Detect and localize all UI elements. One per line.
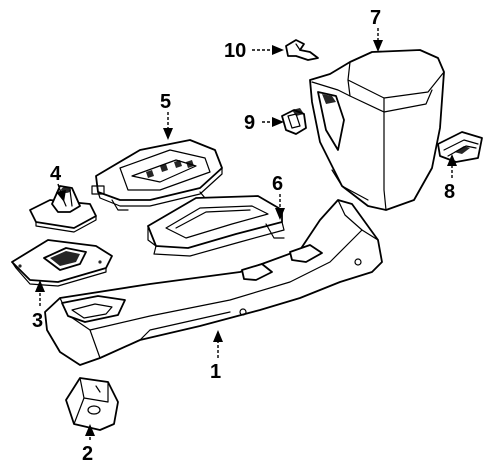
- mounting-bracket: [65, 377, 119, 431]
- shift-bezel-plate: [11, 239, 113, 287]
- callout-3: 3: [32, 310, 43, 332]
- callout-2: 2: [82, 443, 93, 465]
- leaders: [35, 28, 457, 440]
- callout-6: 6: [272, 173, 283, 195]
- callout-4: 4: [50, 163, 62, 185]
- inner-trim-frame: [147, 195, 285, 257]
- callout-10: 10: [224, 40, 246, 62]
- console-latch: [437, 131, 483, 163]
- callout-1: 1: [210, 361, 221, 383]
- shift-indicator-cover: [91, 139, 223, 211]
- callout-8: 8: [444, 181, 455, 203]
- callout-9: 9: [244, 112, 255, 134]
- console-base: [44, 199, 383, 366]
- armrest-console-box: [309, 49, 445, 211]
- callout-5: 5: [160, 91, 171, 113]
- small-bracket: [285, 39, 319, 61]
- callout-7: 7: [370, 7, 381, 29]
- retaining-clip: [281, 108, 307, 135]
